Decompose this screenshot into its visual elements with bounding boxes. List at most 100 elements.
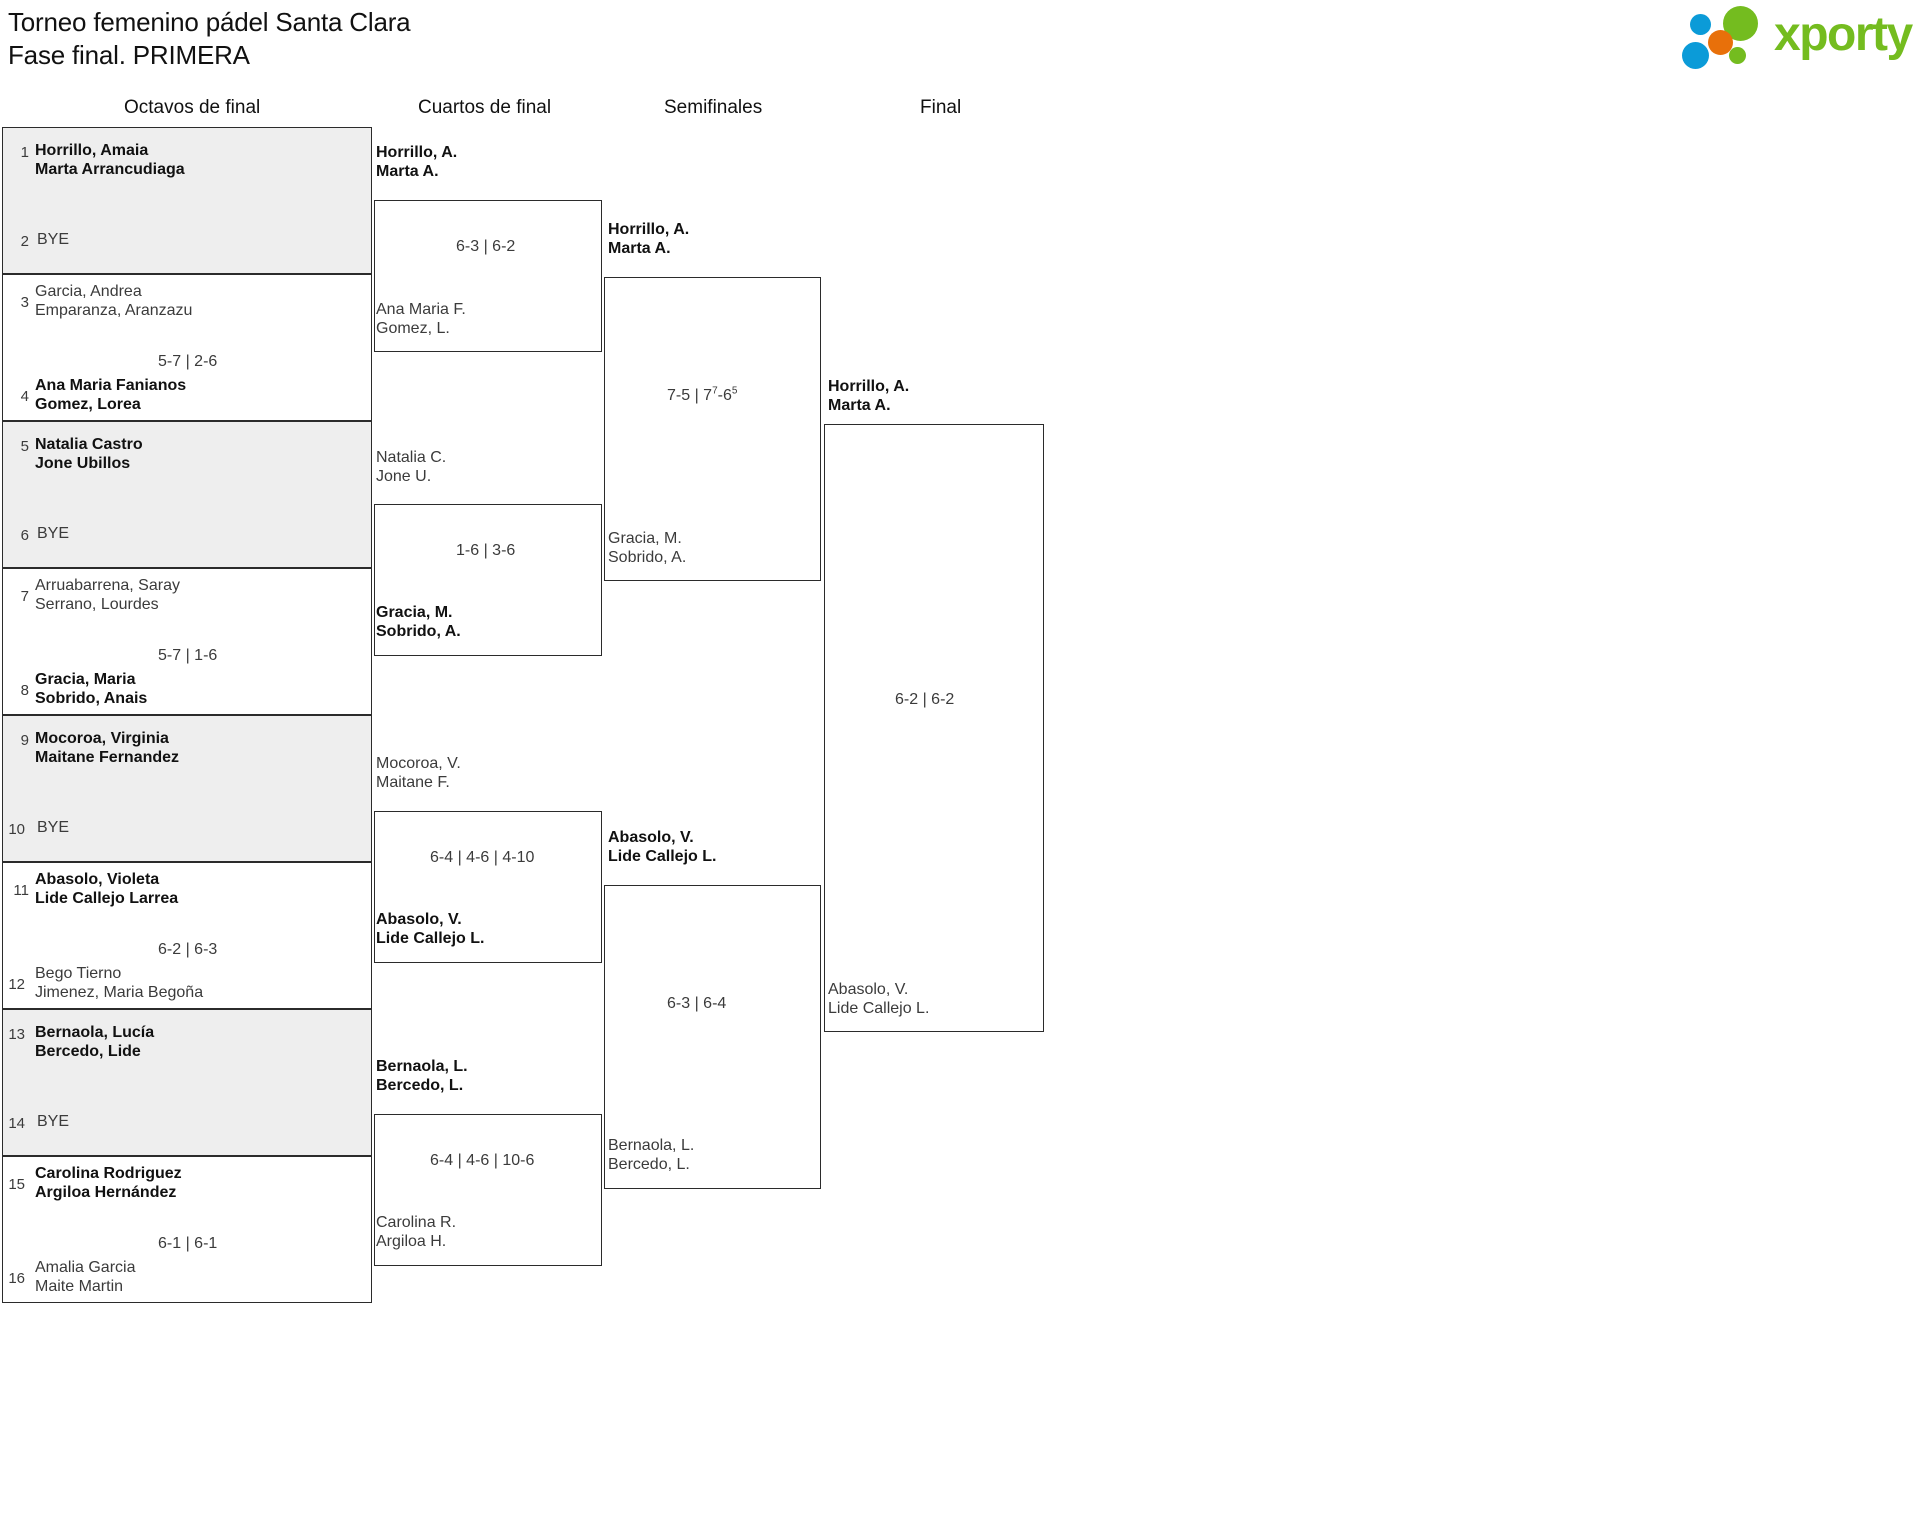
- logo-wordmark: xporty: [1774, 8, 1913, 61]
- qf-match-3-connector[interactable]: 6-4 | 4-6 | 4-10: [374, 811, 602, 963]
- seed-number: 1: [20, 144, 29, 161]
- sf-1-team-top-line1: Horrillo, A.: [608, 221, 690, 238]
- team-name-line1: Bego Tierno: [35, 965, 122, 982]
- team-name-line2: Sobrido, Anais: [35, 690, 148, 707]
- tournament-title: Torneo femenino pádel Santa Clara: [8, 7, 411, 37]
- seed-number: 6: [20, 527, 29, 544]
- r16-match-8[interactable]: 15 Carolina Rodriguez Argiloa Hernández …: [2, 1156, 372, 1303]
- round-header-cuartos: Cuartos de final: [418, 97, 552, 118]
- seed-number: 15: [8, 1176, 25, 1193]
- sf-match-1-connector[interactable]: 7-5 | 77-65: [604, 277, 821, 581]
- seed-number: 12: [8, 976, 25, 993]
- team-name-line1: Amalia Garcia: [35, 1259, 136, 1276]
- qf-2-team-bottom-line2: Sobrido, A.: [376, 623, 461, 640]
- match-score: 6-3 | 6-4: [667, 995, 727, 1012]
- logo-dot-green-small: [1729, 47, 1746, 64]
- match-score: 6-3 | 6-2: [456, 238, 516, 255]
- seed-number: 5: [20, 438, 29, 455]
- sf-2-team-bottom-line2: Bercedo, L.: [608, 1156, 690, 1173]
- team-name-line2: Marta Arrancudiaga: [35, 161, 185, 178]
- match-score: 6-1 | 6-1: [158, 1235, 218, 1252]
- qf-1-team-bottom-line2: Gomez, L.: [376, 320, 450, 337]
- logo-dot-blue-small: [1690, 14, 1711, 35]
- team-name-line1: Horrillo, Amaia: [35, 142, 149, 159]
- match-score: 6-4 | 4-6 | 10-6: [430, 1152, 535, 1169]
- team-name-line1: BYE: [37, 1113, 70, 1130]
- match-score: 1-6 | 3-6: [456, 542, 516, 559]
- round-header-final: Final: [920, 97, 962, 118]
- team-name-line2: Maite Martin: [35, 1278, 124, 1295]
- qf-2-team-bottom-line1: Gracia, M.: [376, 604, 453, 621]
- r16-match-7[interactable]: 13 Bernaola, Lucía Bercedo, Lide 14 BYE: [2, 1009, 372, 1156]
- team-name-line1: Abasolo, Violeta: [35, 871, 160, 888]
- team-name-line2: Lide Callejo Larrea: [35, 890, 179, 907]
- seed-number: 13: [8, 1026, 25, 1043]
- qf-match-2-connector[interactable]: 1-6 | 3-6: [374, 504, 602, 656]
- r16-match-6[interactable]: 11 Abasolo, Violeta Lide Callejo Larrea …: [2, 862, 372, 1009]
- r16-match-3[interactable]: 5 Natalia Castro Jone Ubillos 6 BYE: [2, 421, 372, 568]
- final-team-top-line1: Horrillo, A.: [828, 378, 910, 395]
- sf-1-team-top-line2: Marta A.: [608, 240, 671, 257]
- team-name-line2: Emparanza, Aranzazu: [35, 302, 193, 319]
- sf-2-team-bottom-line1: Bernaola, L.: [608, 1137, 695, 1154]
- seed-number: 3: [20, 294, 29, 311]
- match-score: 6-2 | 6-3: [158, 941, 218, 958]
- sf-match-2-connector[interactable]: 6-3 | 6-4: [604, 885, 821, 1189]
- r16-match-4[interactable]: 7 Arruabarrena, Saray Serrano, Lourdes 5…: [2, 568, 372, 715]
- team-name-line1: BYE: [37, 525, 70, 542]
- seed-number: 16: [8, 1270, 25, 1287]
- team-name-line1: Bernaola, Lucía: [35, 1024, 155, 1041]
- round-header-octavos: Octavos de final: [124, 97, 261, 118]
- team-name-line2: Jimenez, Maria Begoña: [35, 984, 204, 1001]
- team-name-line2: Jone Ubillos: [35, 455, 131, 472]
- qf-2-team-top-line1: Natalia C.: [376, 449, 447, 466]
- team-name-line2: Bercedo, Lide: [35, 1043, 141, 1060]
- final-match-connector[interactable]: 6-2 | 6-2: [824, 424, 1044, 1032]
- team-name-line1: Mocoroa, Virginia: [35, 730, 169, 747]
- team-name-line2: Gomez, Lorea: [35, 396, 141, 413]
- qf-4-team-bottom-line1: Carolina R.: [376, 1214, 457, 1231]
- qf-match-4-connector[interactable]: 6-4 | 4-6 | 10-6: [374, 1114, 602, 1266]
- team-name-line1: Garcia, Andrea: [35, 283, 142, 300]
- final-team-top-line2: Marta A.: [828, 397, 891, 414]
- page-title: Torneo femenino pádel Santa Clara Fase f…: [8, 6, 908, 72]
- qf-3-team-top-line1: Mocoroa, V.: [376, 755, 461, 772]
- r16-match-1[interactable]: 1 Horrillo, Amaia Marta Arrancudiaga 2 B…: [2, 127, 372, 274]
- qf-1-team-top-line2: Marta A.: [376, 163, 439, 180]
- team-name-line2: Maitane Fernandez: [35, 749, 180, 766]
- qf-3-team-top-line2: Maitane F.: [376, 774, 450, 791]
- logo-dot-orange: [1708, 30, 1733, 55]
- team-name-line2: Serrano, Lourdes: [35, 596, 159, 613]
- seed-number: 9: [20, 732, 29, 749]
- team-name-line1: Gracia, Maria: [35, 671, 136, 688]
- qf-1-team-bottom-line1: Ana Maria F.: [376, 301, 466, 318]
- seed-number: 4: [20, 388, 29, 405]
- sf-1-team-bottom-line1: Gracia, M.: [608, 530, 682, 547]
- team-name-line1: Carolina Rodriguez: [35, 1165, 182, 1182]
- qf-1-team-top-line1: Horrillo, A.: [376, 144, 458, 161]
- match-score: 6-2 | 6-2: [895, 691, 955, 708]
- seed-number: 11: [13, 882, 29, 899]
- match-score: 5-7 | 2-6: [158, 353, 218, 370]
- r16-match-5[interactable]: 9 Mocoroa, Virginia Maitane Fernandez 10…: [2, 715, 372, 862]
- team-name-line1: Natalia Castro: [35, 436, 143, 453]
- logo-dot-blue-large: [1682, 42, 1709, 69]
- final-team-bottom-line2: Lide Callejo L.: [828, 1000, 930, 1017]
- seed-number: 14: [8, 1115, 25, 1132]
- r16-match-2[interactable]: 3 Garcia, Andrea Emparanza, Aranzazu 5-7…: [2, 274, 372, 421]
- seed-number: 8: [20, 682, 29, 699]
- team-name-line1: Ana Maria Fanianos: [35, 377, 187, 394]
- final-team-bottom-line1: Abasolo, V.: [828, 981, 909, 998]
- qf-match-1-connector[interactable]: 6-3 | 6-2: [374, 200, 602, 352]
- match-score: 7-5 | 77-65: [667, 385, 738, 404]
- sf-1-team-bottom-line2: Sobrido, A.: [608, 549, 687, 566]
- team-name-line1: BYE: [37, 819, 70, 836]
- xporty-logo[interactable]: xporty: [1682, 4, 1913, 69]
- qf-4-team-top-line2: Bercedo, L.: [376, 1077, 464, 1094]
- sf-2-team-top-line2: Lide Callejo L.: [608, 848, 717, 865]
- match-score: 6-4 | 4-6 | 4-10: [430, 849, 535, 866]
- sf-2-team-top-line1: Abasolo, V.: [608, 829, 694, 846]
- match-score: 5-7 | 1-6: [158, 647, 218, 664]
- team-name-line1: Arruabarrena, Saray: [35, 577, 180, 594]
- team-name-line2: Argiloa Hernández: [35, 1184, 177, 1201]
